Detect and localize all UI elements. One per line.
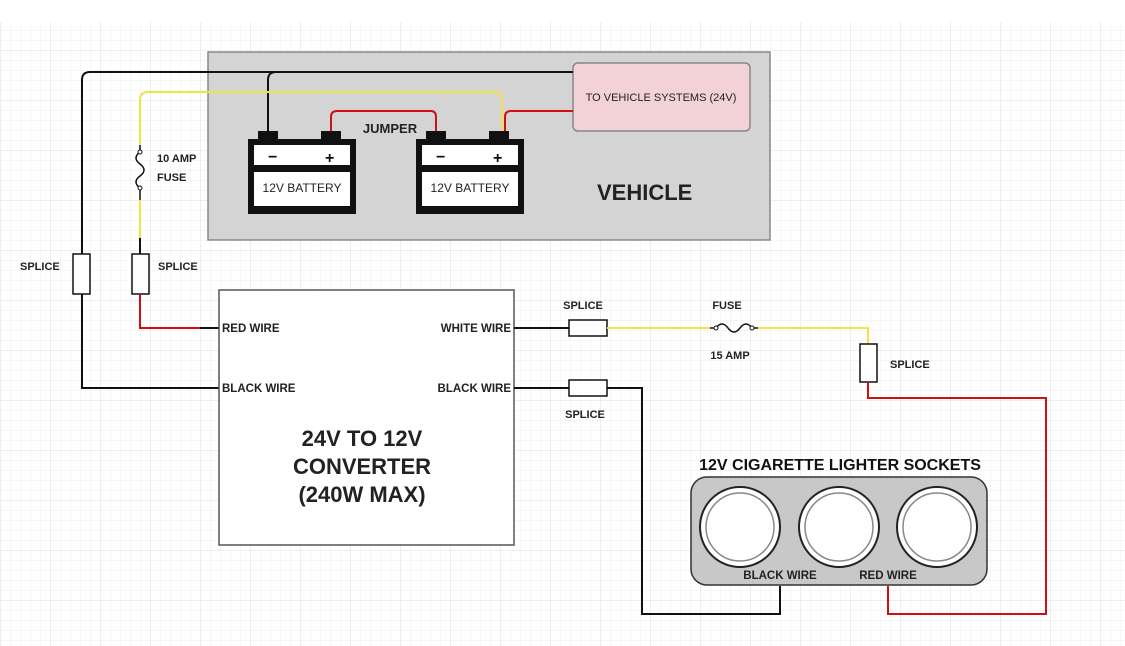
black-wire-to-sockets [607,387,781,615]
red-wire-to-sockets [867,382,1047,615]
converter-out-white-label: WHITE WIRE [441,323,512,335]
vehicle-systems-label: TO VEHICLE SYSTEMS (24V) [586,92,737,104]
converter-out-black-label: BLACK WIRE [438,383,512,395]
fuse-15a-rating: 15 AMP [710,350,749,362]
fuse-10a-line2: FUSE [157,172,186,184]
battery-2-pos-icon: + [493,150,502,167]
socket-3-icon [896,486,978,568]
fuse-15a-icon [710,323,758,333]
splice-left-yellow-label: SPLICE [158,261,198,273]
vehicle-label: VEHICLE [597,180,692,205]
fuse-10a-icon [135,145,145,200]
battery-1-neg-icon: − [268,149,277,166]
fuse-15a-title: FUSE [712,300,741,312]
sockets-title: 12V CIGARETTE LIGHTER SOCKETS [699,457,981,474]
sockets-red-label: RED WIRE [859,570,917,582]
ground-wire [81,71,573,388]
converter-title-line2: CONVERTER [293,454,431,479]
battery-1-label: 12V BATTERY [263,181,342,195]
converter-in-red-label: RED WIRE [222,323,280,335]
converter-title-line1: 24V TO 12V [302,426,423,451]
jumper-label: JUMPER [363,121,418,136]
splice-black-out-label: SPLICE [565,409,605,421]
battery-1: − + 12V BATTERY [248,131,356,214]
battery-1-ground-wire [267,71,277,131]
converter-title-line3: (240W MAX) [298,482,425,507]
yellow-wire-upper [139,91,503,145]
yellow-wire-to-splice [758,327,869,344]
sockets-black-label: BLACK WIRE [743,570,817,582]
battery-2: − + 12V BATTERY [416,131,524,214]
splice-right-red-label: SPLICE [890,359,930,371]
jumper-wire [330,110,437,131]
splice-white-label: SPLICE [563,300,603,312]
splice-left-black-icon [72,253,91,295]
systems-positive-wire [504,110,573,131]
socket-2-icon [798,486,880,568]
fuse-10a-line1: 10 AMP [157,153,196,165]
converter-in-black-label: BLACK WIRE [222,383,296,395]
converter-red-wire [139,294,200,329]
splice-right-red-icon [859,343,878,383]
splice-left-black-label: SPLICE [20,261,60,273]
socket-1-icon [699,486,781,568]
converter-box [218,289,515,546]
battery-1-pos-icon: + [325,150,334,167]
battery-2-label: 12V BATTERY [431,181,510,195]
splice-left-yellow-icon [131,253,150,295]
vehicle-systems-box [572,62,751,132]
splice-black-out-icon [568,379,608,397]
converter-black-wire [81,294,220,389]
battery-2-neg-icon: − [436,149,445,166]
splice-white-icon [568,319,608,337]
